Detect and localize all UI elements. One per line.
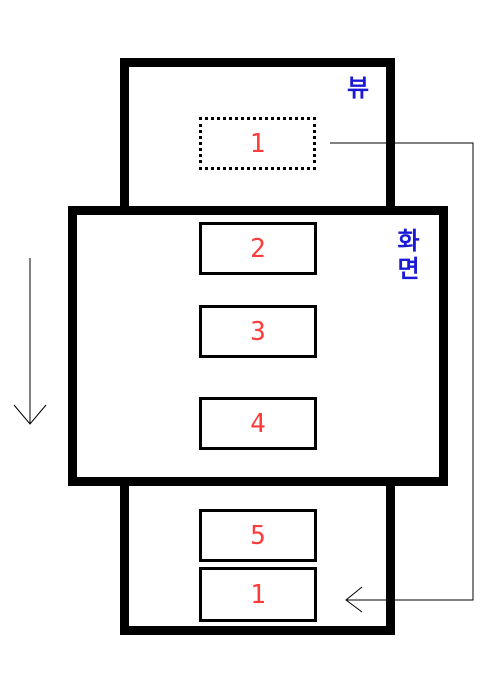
- view-label: 뷰: [347, 74, 370, 102]
- screen-item-2: 2: [199, 222, 317, 275]
- screen-label: 화면: [392, 228, 420, 284]
- item-number: 1: [249, 128, 266, 159]
- item-number: 2: [250, 233, 266, 264]
- item-number: 5: [250, 520, 266, 551]
- below-item-1: 1: [199, 567, 317, 622]
- scroll-down-arrow: [13, 258, 47, 425]
- loop-back-arrow: [330, 142, 474, 613]
- screen-item-3: 3: [199, 305, 317, 358]
- item-number: 3: [250, 316, 266, 347]
- view-item-1-placeholder: 1: [199, 117, 316, 170]
- item-number: 4: [250, 408, 266, 439]
- item-number: 1: [250, 579, 266, 610]
- screen-item-4: 4: [199, 397, 317, 450]
- below-item-5: 5: [199, 509, 317, 562]
